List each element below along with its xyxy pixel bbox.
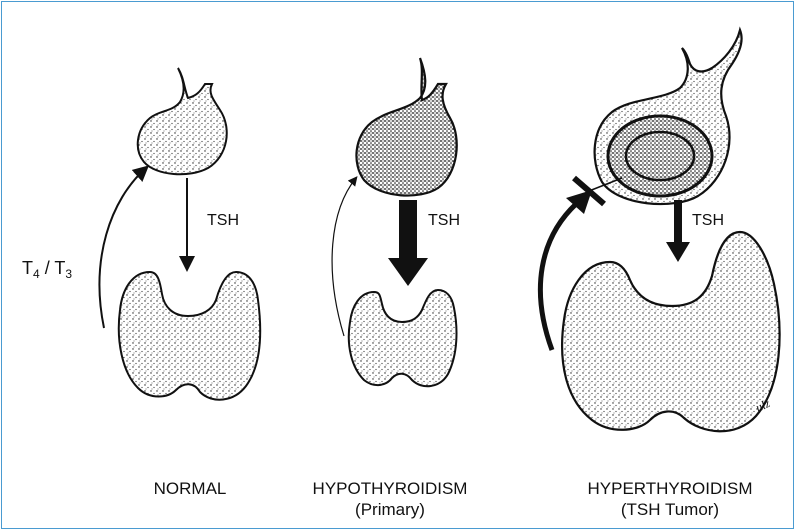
thyroid-normal	[119, 272, 260, 400]
caption-title: HYPERTHYROIDISM	[560, 478, 780, 499]
caption-title: NORMAL	[110, 478, 270, 499]
tsh-arrow-hypothyroid	[388, 200, 428, 286]
pituitary-tumor	[595, 30, 742, 204]
caption-subtitle: (Primary)	[290, 499, 490, 520]
tsh-label-tumor: TSH	[692, 212, 724, 230]
caption-subtitle: (TSH Tumor)	[560, 499, 780, 520]
caption-title: HYPOTHYROIDISM	[290, 478, 490, 499]
caption-hypothyroidism: HYPOTHYROIDISM (Primary)	[290, 478, 490, 520]
caption-normal: NORMAL	[110, 478, 270, 499]
t4-t3-label: T4 / T3	[22, 258, 72, 281]
pituitary-hypothyroid	[356, 58, 456, 196]
thyroid-hypothyroid	[349, 290, 457, 386]
caption-hyperthyroidism: HYPERTHYROIDISM (TSH Tumor)	[560, 478, 780, 520]
tsh-label-normal: TSH	[207, 212, 239, 230]
tsh-arrow-tumor	[666, 200, 690, 262]
thyroid-enlarged	[562, 232, 779, 431]
pituitary-normal	[138, 68, 227, 174]
tsh-label-hypothyroid: TSH	[428, 212, 460, 230]
